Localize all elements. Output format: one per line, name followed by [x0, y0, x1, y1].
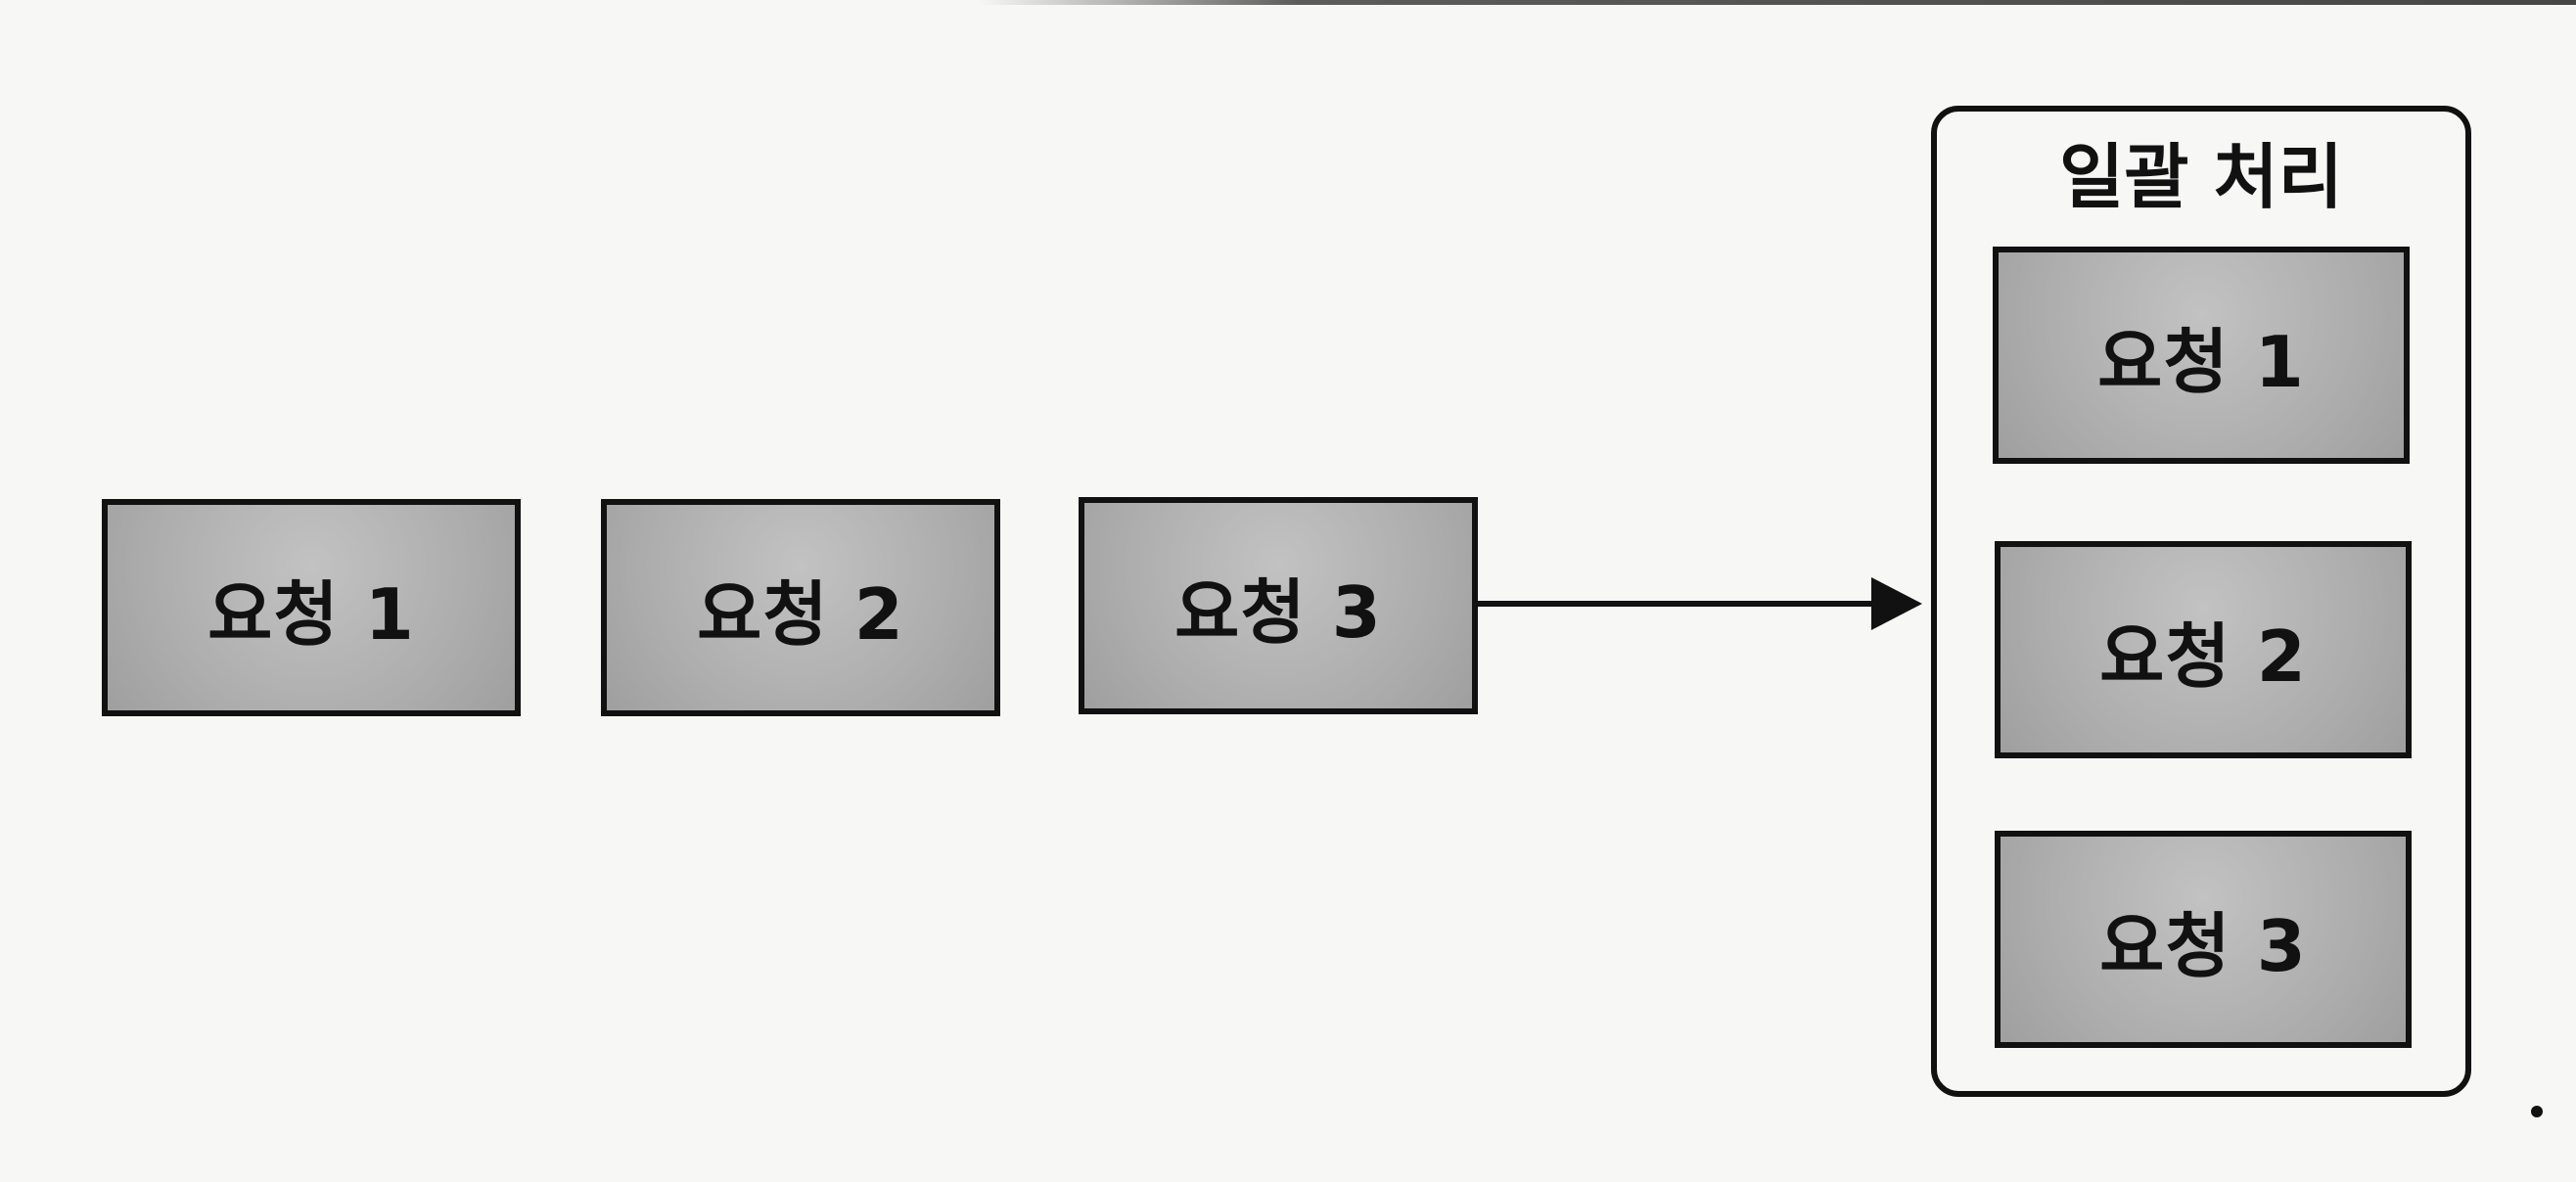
batch-request-3-label: 요청 3	[2099, 904, 2307, 987]
batch-group-title: 일괄 처리	[2058, 136, 2344, 218]
queue-request-3-label: 요청 3	[1174, 570, 1382, 654]
queue-request-2-label: 요청 2	[697, 572, 904, 656]
batch-request-2: 요청 2	[1995, 541, 2412, 758]
batch-request-3: 요청 3	[1995, 831, 2412, 1048]
page-speck	[2531, 1106, 2543, 1117]
flow-arrow-head	[1871, 577, 1922, 630]
queue-request-1-label: 요청 1	[207, 572, 415, 656]
paper-edge-shadow	[979, 0, 2576, 5]
queue-request-3: 요청 3	[1079, 497, 1478, 714]
queue-request-2: 요청 2	[601, 499, 1000, 716]
batch-request-1: 요청 1	[1993, 247, 2410, 464]
batch-group	[1931, 106, 2471, 1097]
queue-request-1: 요청 1	[102, 499, 521, 716]
batch-request-1-label: 요청 1	[2097, 320, 2305, 403]
batch-request-2-label: 요청 2	[2099, 614, 2307, 698]
